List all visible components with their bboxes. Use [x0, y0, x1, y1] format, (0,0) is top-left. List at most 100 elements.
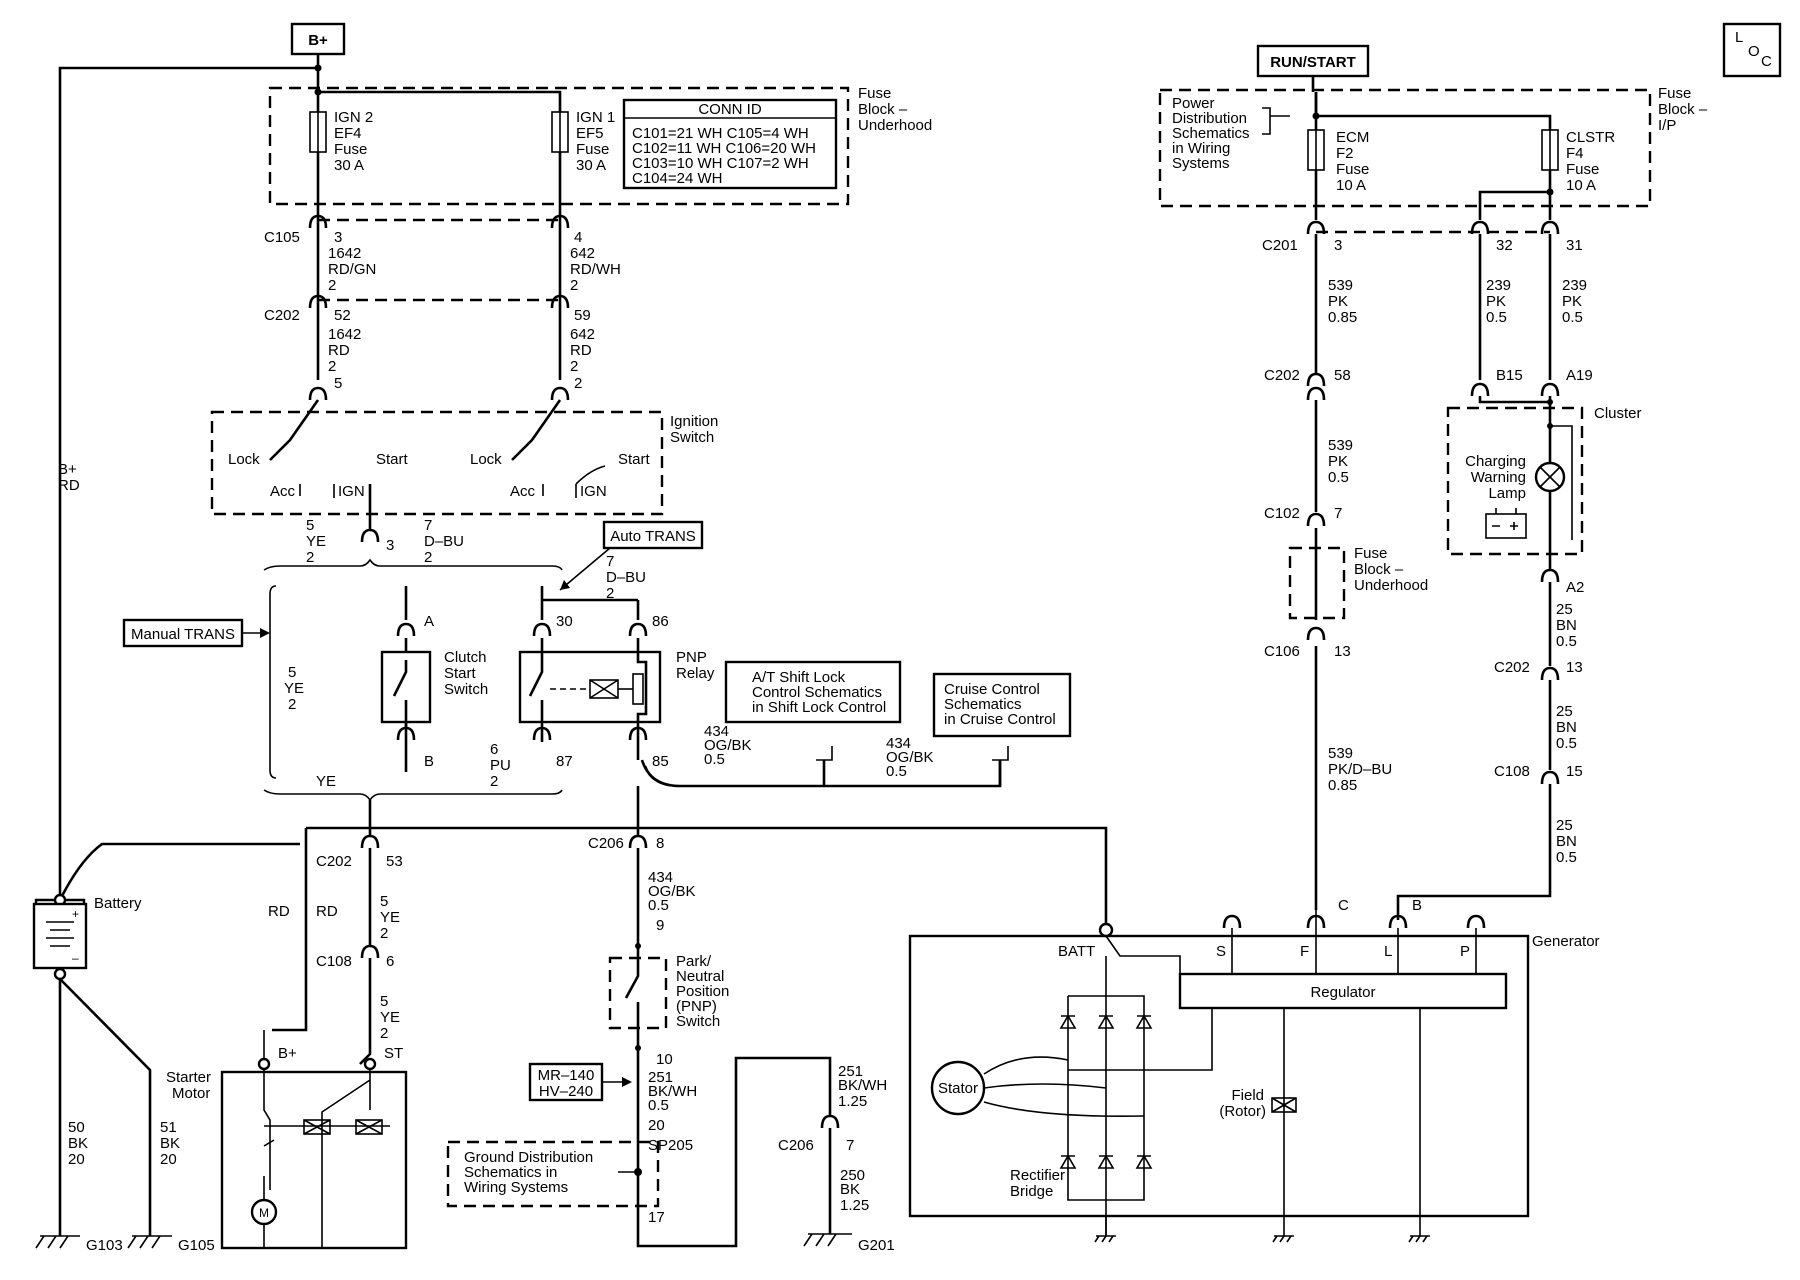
wire-7-dbu-auto: 7 D–BU 2 — [606, 553, 646, 602]
svg-text:EF4: EF4 — [334, 125, 362, 142]
pin17-label: 17 — [648, 1209, 665, 1226]
svg-text:Charging: Charging — [1465, 453, 1526, 470]
starter-motor-label: Starter Motor — [166, 1069, 211, 1102]
svg-text:Fuse: Fuse — [1336, 161, 1369, 178]
at-shift-lock-label: A/T Shift Lock Control Schematics in Shi… — [752, 669, 886, 716]
batt-terminal — [1098, 922, 1114, 938]
ign1-fuse-label: IGN 1 EF5 Fuse 30 A — [576, 109, 615, 174]
svg-text:Fuse: Fuse — [576, 141, 609, 158]
clutch-switch-label: Clutch Start Switch — [444, 649, 488, 698]
run-start-label: RUN/START — [1270, 54, 1356, 71]
c206-label-a: C206 — [588, 835, 624, 852]
svg-text:642: 642 — [570, 326, 595, 343]
svg-text:D–BU: D–BU — [606, 569, 646, 586]
svg-text:OG/BK: OG/BK — [886, 749, 934, 766]
svg-text:239: 239 — [1486, 277, 1511, 294]
svg-text:2: 2 — [328, 277, 336, 294]
power-distribution-label: Power Distribution Schematics in Wiring … — [1172, 95, 1250, 172]
svg-text:539: 539 — [1328, 745, 1353, 762]
ye-bottom-label: YE — [316, 773, 336, 790]
svg-text:YE: YE — [284, 680, 304, 697]
relay-pin-30: 30 — [556, 613, 573, 630]
c206-label-b: C206 — [778, 1137, 814, 1154]
svg-text:Switch: Switch — [444, 681, 488, 698]
wire-25-bn-c: 25 BN 0.5 — [1556, 817, 1577, 866]
svg-text:Wiring Systems: Wiring Systems — [464, 1179, 568, 1196]
wire-1642-rdgn: 1642 RD/GN 2 — [328, 245, 376, 294]
svg-text:I/P: I/P — [1658, 117, 1676, 134]
svg-text:OG/BK: OG/BK — [648, 883, 696, 900]
svg-text:Fuse: Fuse — [1566, 161, 1599, 178]
svg-text:C103=10 WH C107=2 WH: C103=10 WH C107=2 WH — [632, 155, 809, 172]
clstr-fuse-label: CLSTR F4 Fuse 10 A — [1566, 129, 1615, 194]
wire-25-bn-b: 25 BN 0.5 — [1556, 703, 1577, 752]
ground-g105-icon — [127, 1235, 172, 1249]
svg-text:Switch: Switch — [676, 1013, 720, 1030]
ign-feed-wires — [316, 152, 562, 380]
svg-text:Block –: Block – — [1354, 561, 1404, 578]
svg-text:Schematics: Schematics — [944, 696, 1022, 713]
svg-text:539: 539 — [1328, 437, 1353, 454]
svg-text:PK: PK — [1486, 293, 1506, 310]
svg-text:0.5: 0.5 — [1486, 309, 1507, 326]
loc-c: C — [1761, 53, 1772, 70]
fuse-block-underhood2-outline — [1288, 546, 1346, 620]
c202-label-a: C202 — [264, 307, 300, 324]
c202-pin52: 52 — [334, 307, 351, 324]
svg-text:6: 6 — [490, 741, 498, 758]
svg-text:A/T Shift Lock: A/T Shift Lock — [752, 669, 846, 686]
conn-id-rows: C101=21 WH C105=4 WH C102=11 WH C106=20 … — [632, 125, 816, 187]
ign-label-1: IGN — [338, 483, 365, 500]
svg-text:BN: BN — [1556, 719, 1577, 736]
svg-text:Schematics in: Schematics in — [464, 1164, 557, 1181]
svg-text:Power: Power — [1172, 95, 1215, 112]
field-rotor-icon — [1271, 1097, 1297, 1113]
svg-text:0.5: 0.5 — [1556, 849, 1577, 866]
sp205-label: SP205 — [648, 1137, 693, 1154]
svg-text:Control Schematics: Control Schematics — [752, 684, 882, 701]
svg-text:ECM: ECM — [1336, 129, 1369, 146]
wire-5-ye-left: 5 YE 2 — [306, 517, 326, 566]
b-plus-label: B+ — [308, 32, 328, 49]
svg-text:5: 5 — [306, 517, 314, 534]
wire-539-pk-b: 539 PK 0.5 — [1328, 437, 1353, 486]
svg-text:BN: BN — [1556, 617, 1577, 634]
svg-text:BK: BK — [68, 1135, 88, 1152]
charge-battery-icon — [1485, 513, 1527, 539]
wire-250-bk: 250 BK 1.25 — [840, 1167, 869, 1214]
b-plus-wire — [58, 54, 320, 900]
wire-434-c: 434 OG/BK 0.5 — [648, 869, 696, 914]
rectifier-bridge-label: Rectifier Bridge — [1010, 1167, 1065, 1200]
ground-gen-1-icon — [1094, 1216, 1116, 1243]
pin3-label: 3 — [386, 537, 394, 554]
wire-7-dbu-top: 7 D–BU 2 — [424, 517, 464, 566]
motor-m-label: M — [259, 1206, 269, 1220]
c108-pin15: 15 — [1566, 763, 1583, 780]
acc-label-1: Acc — [270, 483, 296, 500]
svg-text:2: 2 — [380, 1025, 388, 1042]
loc-box — [1722, 22, 1782, 78]
conn-id-title: CONN ID — [698, 101, 762, 118]
g103-label: G103 — [86, 1237, 123, 1254]
svg-text:PK: PK — [1562, 293, 1582, 310]
motor-icon — [250, 1198, 278, 1226]
svg-text:IGN 1: IGN 1 — [576, 109, 615, 126]
svg-text:D–BU: D–BU — [424, 533, 464, 550]
starter-motor-box — [220, 1070, 408, 1250]
svg-text:539: 539 — [1328, 277, 1353, 294]
svg-text:25: 25 — [1556, 703, 1573, 720]
rd-label-1: RD — [268, 903, 290, 920]
svg-text:7: 7 — [424, 517, 432, 534]
svg-text:Motor: Motor — [172, 1085, 210, 1102]
svg-text:HV–240: HV–240 — [539, 1083, 593, 1100]
svg-text:Lamp: Lamp — [1488, 485, 1526, 502]
charging-lamp-label: Charging Warning Lamp — [1465, 453, 1526, 502]
wire-434-b: 434 OG/BK 0.5 — [886, 735, 934, 780]
svg-text:0.5: 0.5 — [1562, 309, 1583, 326]
svg-text:MR–140: MR–140 — [538, 1067, 595, 1084]
batt-bus-wire — [306, 826, 1108, 960]
relay-pin-87: 87 — [556, 753, 573, 770]
starter-bplus-label: B+ — [278, 1045, 297, 1062]
ground-g103-icon — [35, 1235, 80, 1249]
svg-text:F2: F2 — [1336, 145, 1354, 162]
